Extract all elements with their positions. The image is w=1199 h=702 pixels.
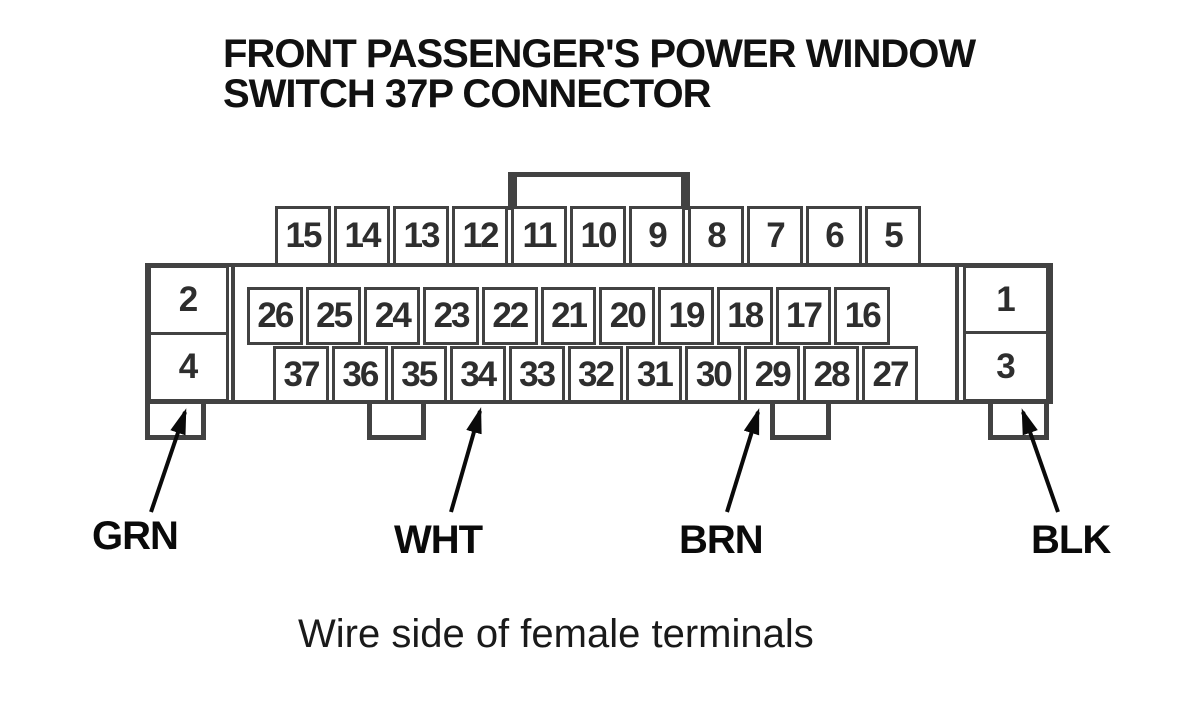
diagram-title-line2: SWITCH 37P CONNECTOR	[223, 72, 711, 116]
diagram-title-line1: FRONT PASSENGER'S POWER WINDOW	[223, 32, 976, 76]
wire-label-wht: WHT	[394, 518, 483, 562]
pin-cell-3: 3	[963, 331, 1049, 402]
diagram-title: FRONT PASSENGER'S POWER WINDOW SWITCH 37…	[223, 32, 976, 116]
pin-cell-35: 35	[390, 346, 447, 403]
pin-cell-33: 33	[508, 346, 565, 403]
connector-tab-right-center	[770, 403, 831, 440]
pin-cell-12: 12	[452, 206, 508, 266]
pin-cell-6: 6	[806, 206, 862, 266]
pin-cell-9: 9	[629, 206, 685, 266]
pin-cell-26: 26	[247, 287, 303, 345]
pin-cell-2: 2	[148, 265, 229, 335]
pin-cell-20: 20	[599, 287, 656, 345]
pin-cell-30: 30	[685, 346, 742, 403]
pin-cell-11: 11	[511, 206, 567, 266]
pin-cell-15: 15	[275, 206, 331, 266]
connector-tab-left-center	[367, 403, 426, 440]
pin-cell-22: 22	[481, 287, 538, 345]
diagram-caption: Wire side of female terminals	[298, 612, 814, 656]
pin-cell-25: 25	[305, 287, 362, 345]
pin-cell-5: 5	[865, 206, 921, 266]
connector-latch-icon	[508, 172, 690, 210]
pin-cell-13: 13	[393, 206, 449, 266]
pin-cell-36: 36	[331, 346, 388, 403]
pin-cell-37: 37	[273, 346, 329, 403]
cavity-wall-left	[231, 267, 235, 400]
pin-cell-23: 23	[423, 287, 479, 345]
pin-cell-21: 21	[540, 287, 597, 345]
pin-cell-17: 17	[775, 287, 832, 345]
pin-cell-16: 16	[834, 287, 891, 345]
wht-arrow	[449, 407, 482, 513]
cavity-wall-right	[955, 267, 959, 400]
wire-label-grn: GRN	[92, 514, 179, 558]
pin-cell-14: 14	[334, 206, 390, 266]
pin-cell-10: 10	[570, 206, 626, 266]
pin-cell-34: 34	[449, 346, 506, 403]
pin-cell-28: 28	[803, 346, 860, 403]
pin-cell-31: 31	[626, 346, 683, 403]
pin-cell-18: 18	[716, 287, 773, 345]
pin-cell-19: 19	[658, 287, 714, 345]
pin-cell-27: 27	[862, 346, 918, 403]
pin-cell-1: 1	[963, 265, 1049, 334]
pin-cell-29: 29	[744, 346, 801, 403]
brn-arrow	[725, 408, 760, 513]
connector-foot-left	[145, 403, 206, 440]
pin-cell-24: 24	[364, 287, 421, 345]
wire-label-blk: BLK	[1031, 518, 1111, 562]
pin-cell-7: 7	[747, 206, 803, 266]
wire-label-brn: BRN	[679, 518, 764, 562]
pin-cell-4: 4	[148, 332, 229, 402]
connector-foot-right	[988, 403, 1049, 440]
pin-cell-8: 8	[688, 206, 744, 266]
pin-cell-32: 32	[567, 346, 624, 403]
